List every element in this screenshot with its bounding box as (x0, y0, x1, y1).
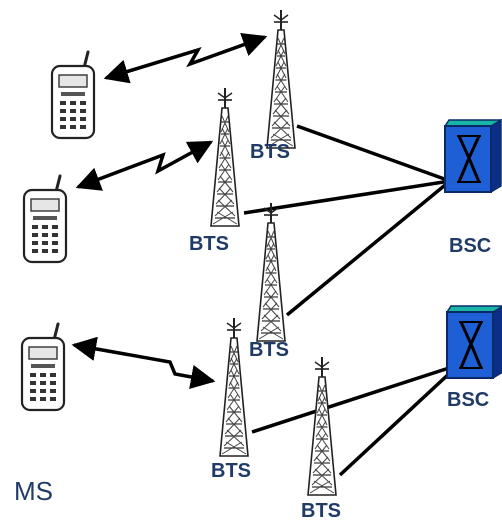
bts-tower-icon (210, 87, 240, 227)
bsc-cabinet-icon (445, 304, 502, 380)
mobile-phone-icon (20, 322, 66, 412)
mobile-phone-icon (22, 174, 68, 264)
bts-label: BTS (211, 460, 251, 482)
radio-link-2 (75, 140, 214, 191)
bts-label: BTS (249, 339, 289, 361)
link-bts5-bsc2 (338, 369, 454, 477)
bts-label: BTS (189, 233, 229, 255)
bts-tower-icon (256, 202, 286, 342)
bsc-label: BSC (447, 389, 489, 411)
bts-label: BTS (301, 500, 341, 522)
link-bts1-bsc1 (296, 124, 451, 183)
bsc-label: BSC (449, 235, 491, 257)
wired-links (243, 124, 454, 477)
bts-label: BTS (250, 141, 290, 163)
bts-tower-icon (219, 317, 249, 457)
radio-link-3 (71, 336, 216, 390)
ms-label: MS (14, 476, 53, 506)
link-bts2-bsc1 (243, 179, 451, 215)
link-bts3-bsc1 (285, 179, 452, 317)
bts-tower-icon (307, 356, 337, 496)
radio-links (71, 32, 268, 390)
link-bts4-bsc2 (251, 365, 453, 434)
bsc-cabinet-icon (443, 118, 502, 194)
radio-link-1 (103, 32, 268, 84)
mobile-phone-icon (50, 50, 96, 140)
bts-tower-icon (266, 9, 296, 149)
